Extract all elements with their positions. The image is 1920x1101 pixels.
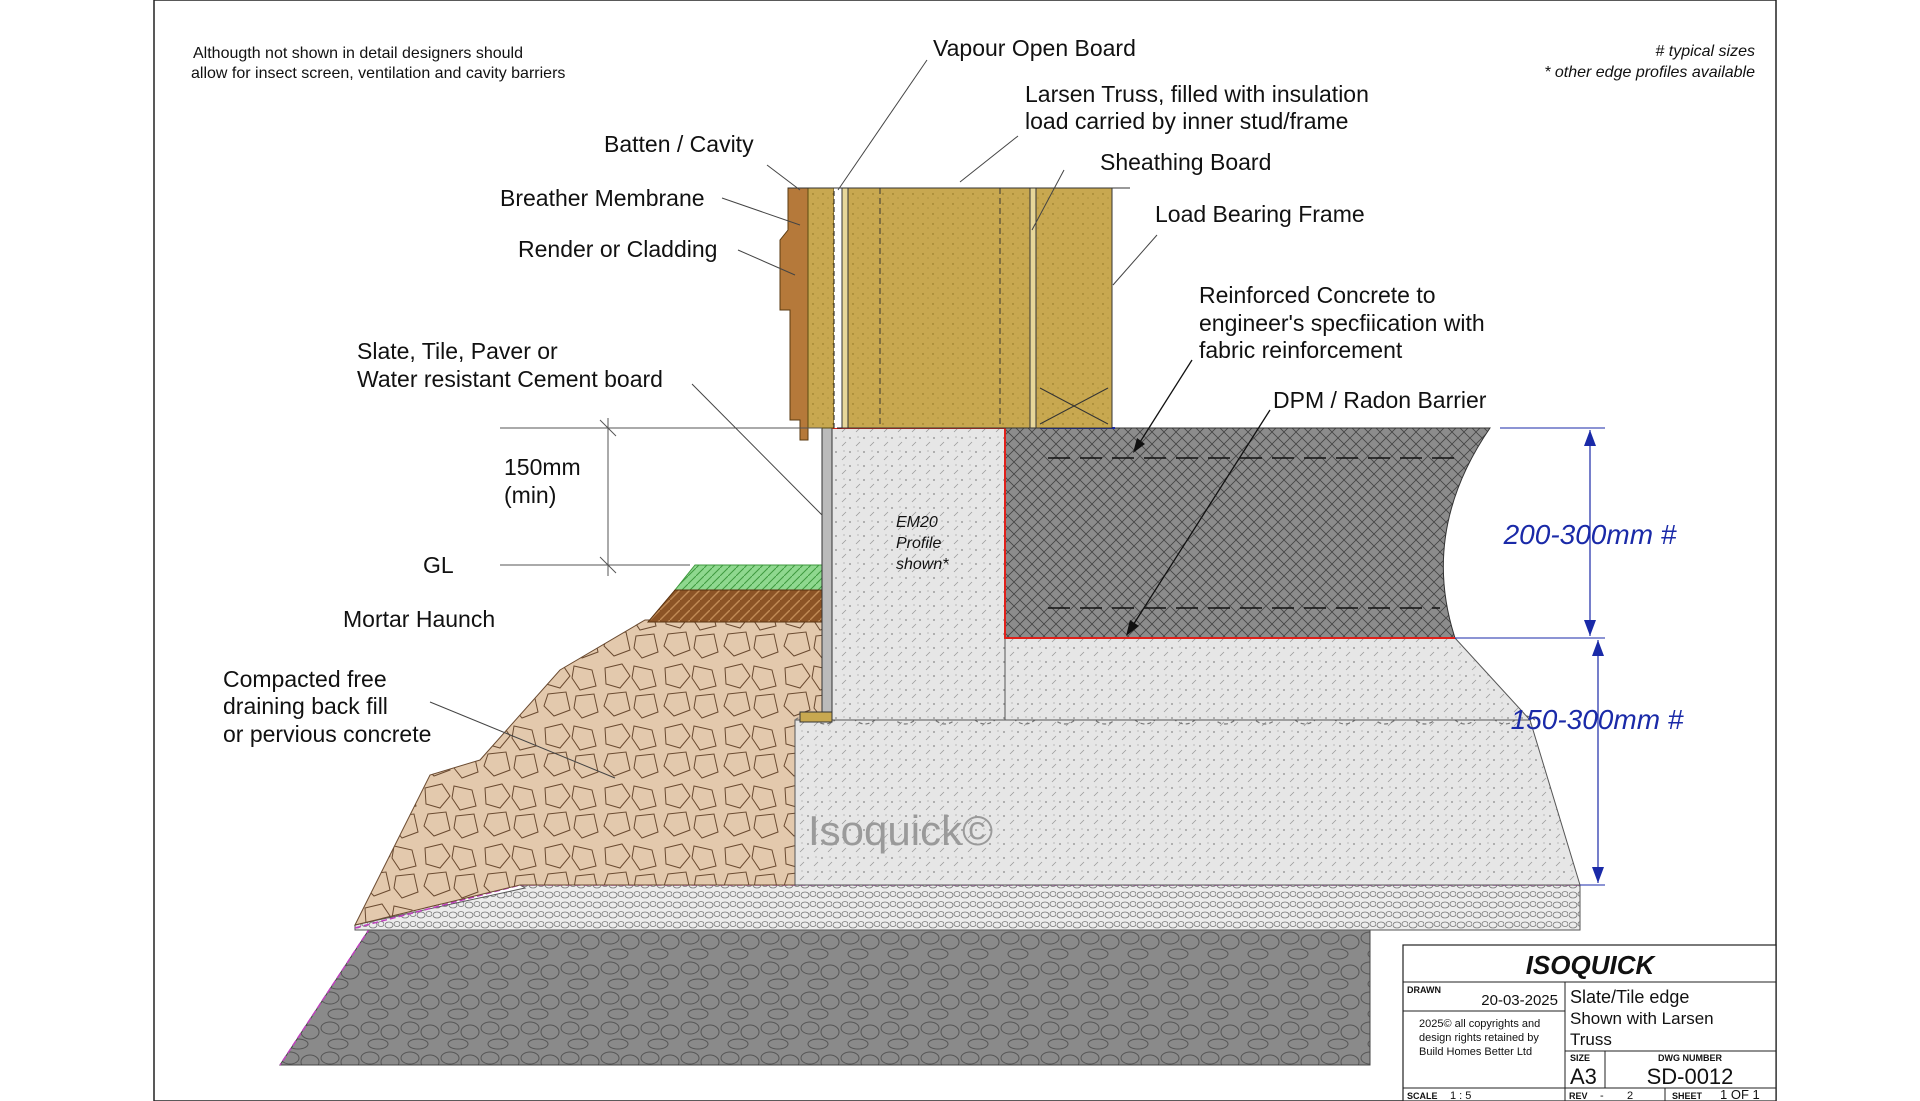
label-larsen-truss-line2: load carried by inner stud/frame [1025, 108, 1348, 134]
title-block-copyright-line2: design rights retained by [1419, 1032, 1539, 1044]
label-em20-line1: EM20 [896, 514, 938, 531]
label-breather-membrane: Breather Membrane [500, 185, 705, 211]
dim-slab-label: 200-300mm # [1503, 519, 1677, 550]
dim-slab-arrow-top [1584, 430, 1596, 446]
title-block-dwg-label: DWG NUMBER [1658, 1053, 1722, 1063]
membrane-line-lower [279, 927, 371, 1066]
label-ground-level: GL [423, 552, 454, 578]
dpm-leader [1127, 409, 1271, 634]
title-block-company: ISOQUICK [1526, 950, 1657, 980]
label-gap-150: 150mm [504, 454, 581, 480]
label-concrete-line2: engineer's specfiication with [1199, 310, 1485, 336]
title-block-copyright-line1: 2025© all copyrights and [1419, 1018, 1540, 1030]
label-slate-line2: Water resistant Cement board [357, 366, 663, 392]
grass-layer [673, 564, 823, 591]
label-gap-min: (min) [504, 482, 556, 508]
label-batten-cavity: Batten / Cavity [604, 131, 754, 157]
label-render-cladding: Render or Cladding [518, 236, 717, 262]
em20-profile-foot [799, 711, 833, 723]
title-block-copyright-line3: Build Homes Better Ltd [1419, 1046, 1532, 1058]
title-block-scale-label: SCALE [1407, 1091, 1438, 1101]
label-mortar-haunch: Mortar Haunch [343, 606, 495, 632]
label-dpm-radon: DPM / Radon Barrier [1273, 387, 1487, 413]
vapour-open-board [841, 187, 849, 429]
breather-membrane [833, 187, 843, 429]
title-block-title-line3: Truss [1570, 1030, 1612, 1049]
dim-base-arrow-bottom [1592, 867, 1604, 883]
label-concrete-line3: fabric reinforcement [1199, 337, 1403, 363]
render-cladding [779, 187, 809, 441]
title-block [1402, 944, 1777, 1101]
larsen-truss-insulation [847, 187, 1031, 429]
em20-edge-profile [821, 427, 833, 719]
label-slate-line1: Slate, Tile, Paver or [357, 338, 558, 364]
label-em20-line2: Profile [896, 535, 941, 552]
batten-cavity [807, 187, 835, 429]
label-vapour-open-board: Vapour Open Board [933, 35, 1136, 61]
sub-base-stone-layer [279, 927, 1371, 1066]
label-load-bearing-frame: Load Bearing Frame [1155, 201, 1365, 227]
concrete-leader [1134, 359, 1193, 451]
dim-150-tick-bottom [599, 556, 617, 574]
frame-sole-plate-cross [1039, 387, 1109, 425]
label-larsen-truss-line1: Larsen Truss, filled with insulation [1025, 81, 1369, 107]
dim-slab-arrow-bottom [1584, 620, 1596, 636]
title-block-title-line2: Shown with Larsen [1570, 1009, 1714, 1028]
general-note-line2: allow for insect screen, ventilation and… [191, 65, 565, 82]
other-profiles-note: * other edge profiles available [1544, 64, 1755, 81]
typical-sizes-note: # typical sizes [1655, 43, 1755, 60]
title-block-sheet-value: 1 OF 1 [1720, 1087, 1760, 1101]
sheet-border [153, 0, 1777, 1101]
title-block-title-line1: Slate/Tile edge [1570, 987, 1689, 1007]
topsoil-layer [646, 589, 823, 623]
dpm-leader-arrow [1126, 620, 1139, 636]
label-concrete-line1: Reinforced Concrete to [1199, 282, 1436, 308]
reinforced-concrete-slab [1004, 427, 1491, 639]
leader-lines [429, 59, 1158, 779]
dim-base-label: 150-300mm # [1511, 704, 1684, 735]
title-block-size-value: A3 [1570, 1064, 1597, 1089]
title-block-rev-dash: - [1600, 1090, 1604, 1101]
title-block-dwg-value: SD-0012 [1647, 1064, 1734, 1089]
watermark-isoquick: Isoquick© [808, 807, 993, 854]
title-block-rev-value: 2 [1627, 1090, 1633, 1101]
label-backfill-line3: or pervious concrete [223, 721, 431, 747]
blinding-gravel-layer [354, 884, 1581, 931]
title-block-rev-label: REV [1569, 1091, 1588, 1101]
title-block-sheet-label: SHEET [1672, 1091, 1703, 1101]
foundation-base-concrete [794, 719, 1581, 886]
general-note-line1: Althougth not shown in detail designers … [193, 45, 523, 62]
concrete-leader-arrow [1133, 438, 1145, 453]
label-sheathing-board: Sheathing Board [1100, 149, 1271, 175]
title-block-drawn-date: 20-03-2025 [1481, 992, 1558, 1009]
compacted-backfill [354, 619, 823, 926]
dim-150-tick-top [599, 419, 617, 437]
title-block-drawn-label: DRAWN [1407, 985, 1441, 995]
title-block-size-label: SIZE [1570, 1053, 1590, 1063]
label-em20-line3: shown* [896, 556, 949, 573]
dim-base-arrow-top [1592, 640, 1604, 656]
label-backfill-line1: Compacted free [223, 666, 387, 692]
label-backfill-line2: draining back fill [223, 693, 388, 719]
title-block-scale-value: 1 : 5 [1450, 1090, 1471, 1101]
